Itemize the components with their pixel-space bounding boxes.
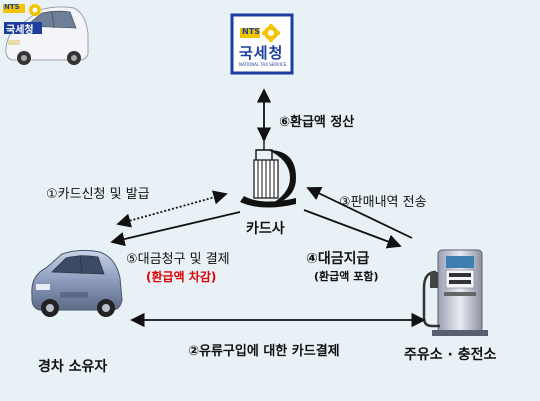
step-5-label: ⑤대금청구 및 결제	[126, 252, 230, 267]
logo-emblem-text: NTS	[242, 27, 260, 36]
logo-org-name-en: NATIONAL TAX SERVICE	[239, 62, 287, 67]
card-company-label: 카드사	[246, 221, 285, 237]
corner-logo-emblem-text: NTS	[4, 3, 20, 11]
gas-station-label: 주유소 · 충전소	[404, 347, 497, 363]
card-company-building-icon	[240, 136, 296, 208]
arrow-billing	[110, 211, 241, 247]
emblem-icon	[261, 23, 281, 43]
arrow-payment	[303, 209, 402, 249]
step-1-label: ①카드신청 및 발급	[46, 187, 150, 202]
arrow-sales-data	[306, 186, 413, 239]
nts-logo-box	[230, 13, 294, 75]
step-6-label: ⑥환급액 정산	[279, 115, 355, 130]
step-4-sublabel: (환급액 포함)	[314, 270, 379, 283]
step-5-sublabel: (환급액 차감)	[146, 270, 217, 284]
owner-label: 경차 소유자	[38, 359, 108, 375]
corner-logo-org-name: 국세청	[6, 25, 34, 36]
arrow-card-issue	[116, 190, 228, 228]
step-4-label: ④대금지급	[306, 251, 370, 267]
logo-org-name: 국세청	[239, 44, 284, 62]
step-3-label: ③판매내역 전송	[339, 195, 427, 210]
corner-emblem-icon	[3, 4, 42, 34]
owner-car-image	[31, 249, 123, 317]
gas-pump-image	[422, 249, 488, 336]
step-2-label: ②유류구입에 대한 카드결제	[188, 344, 340, 359]
